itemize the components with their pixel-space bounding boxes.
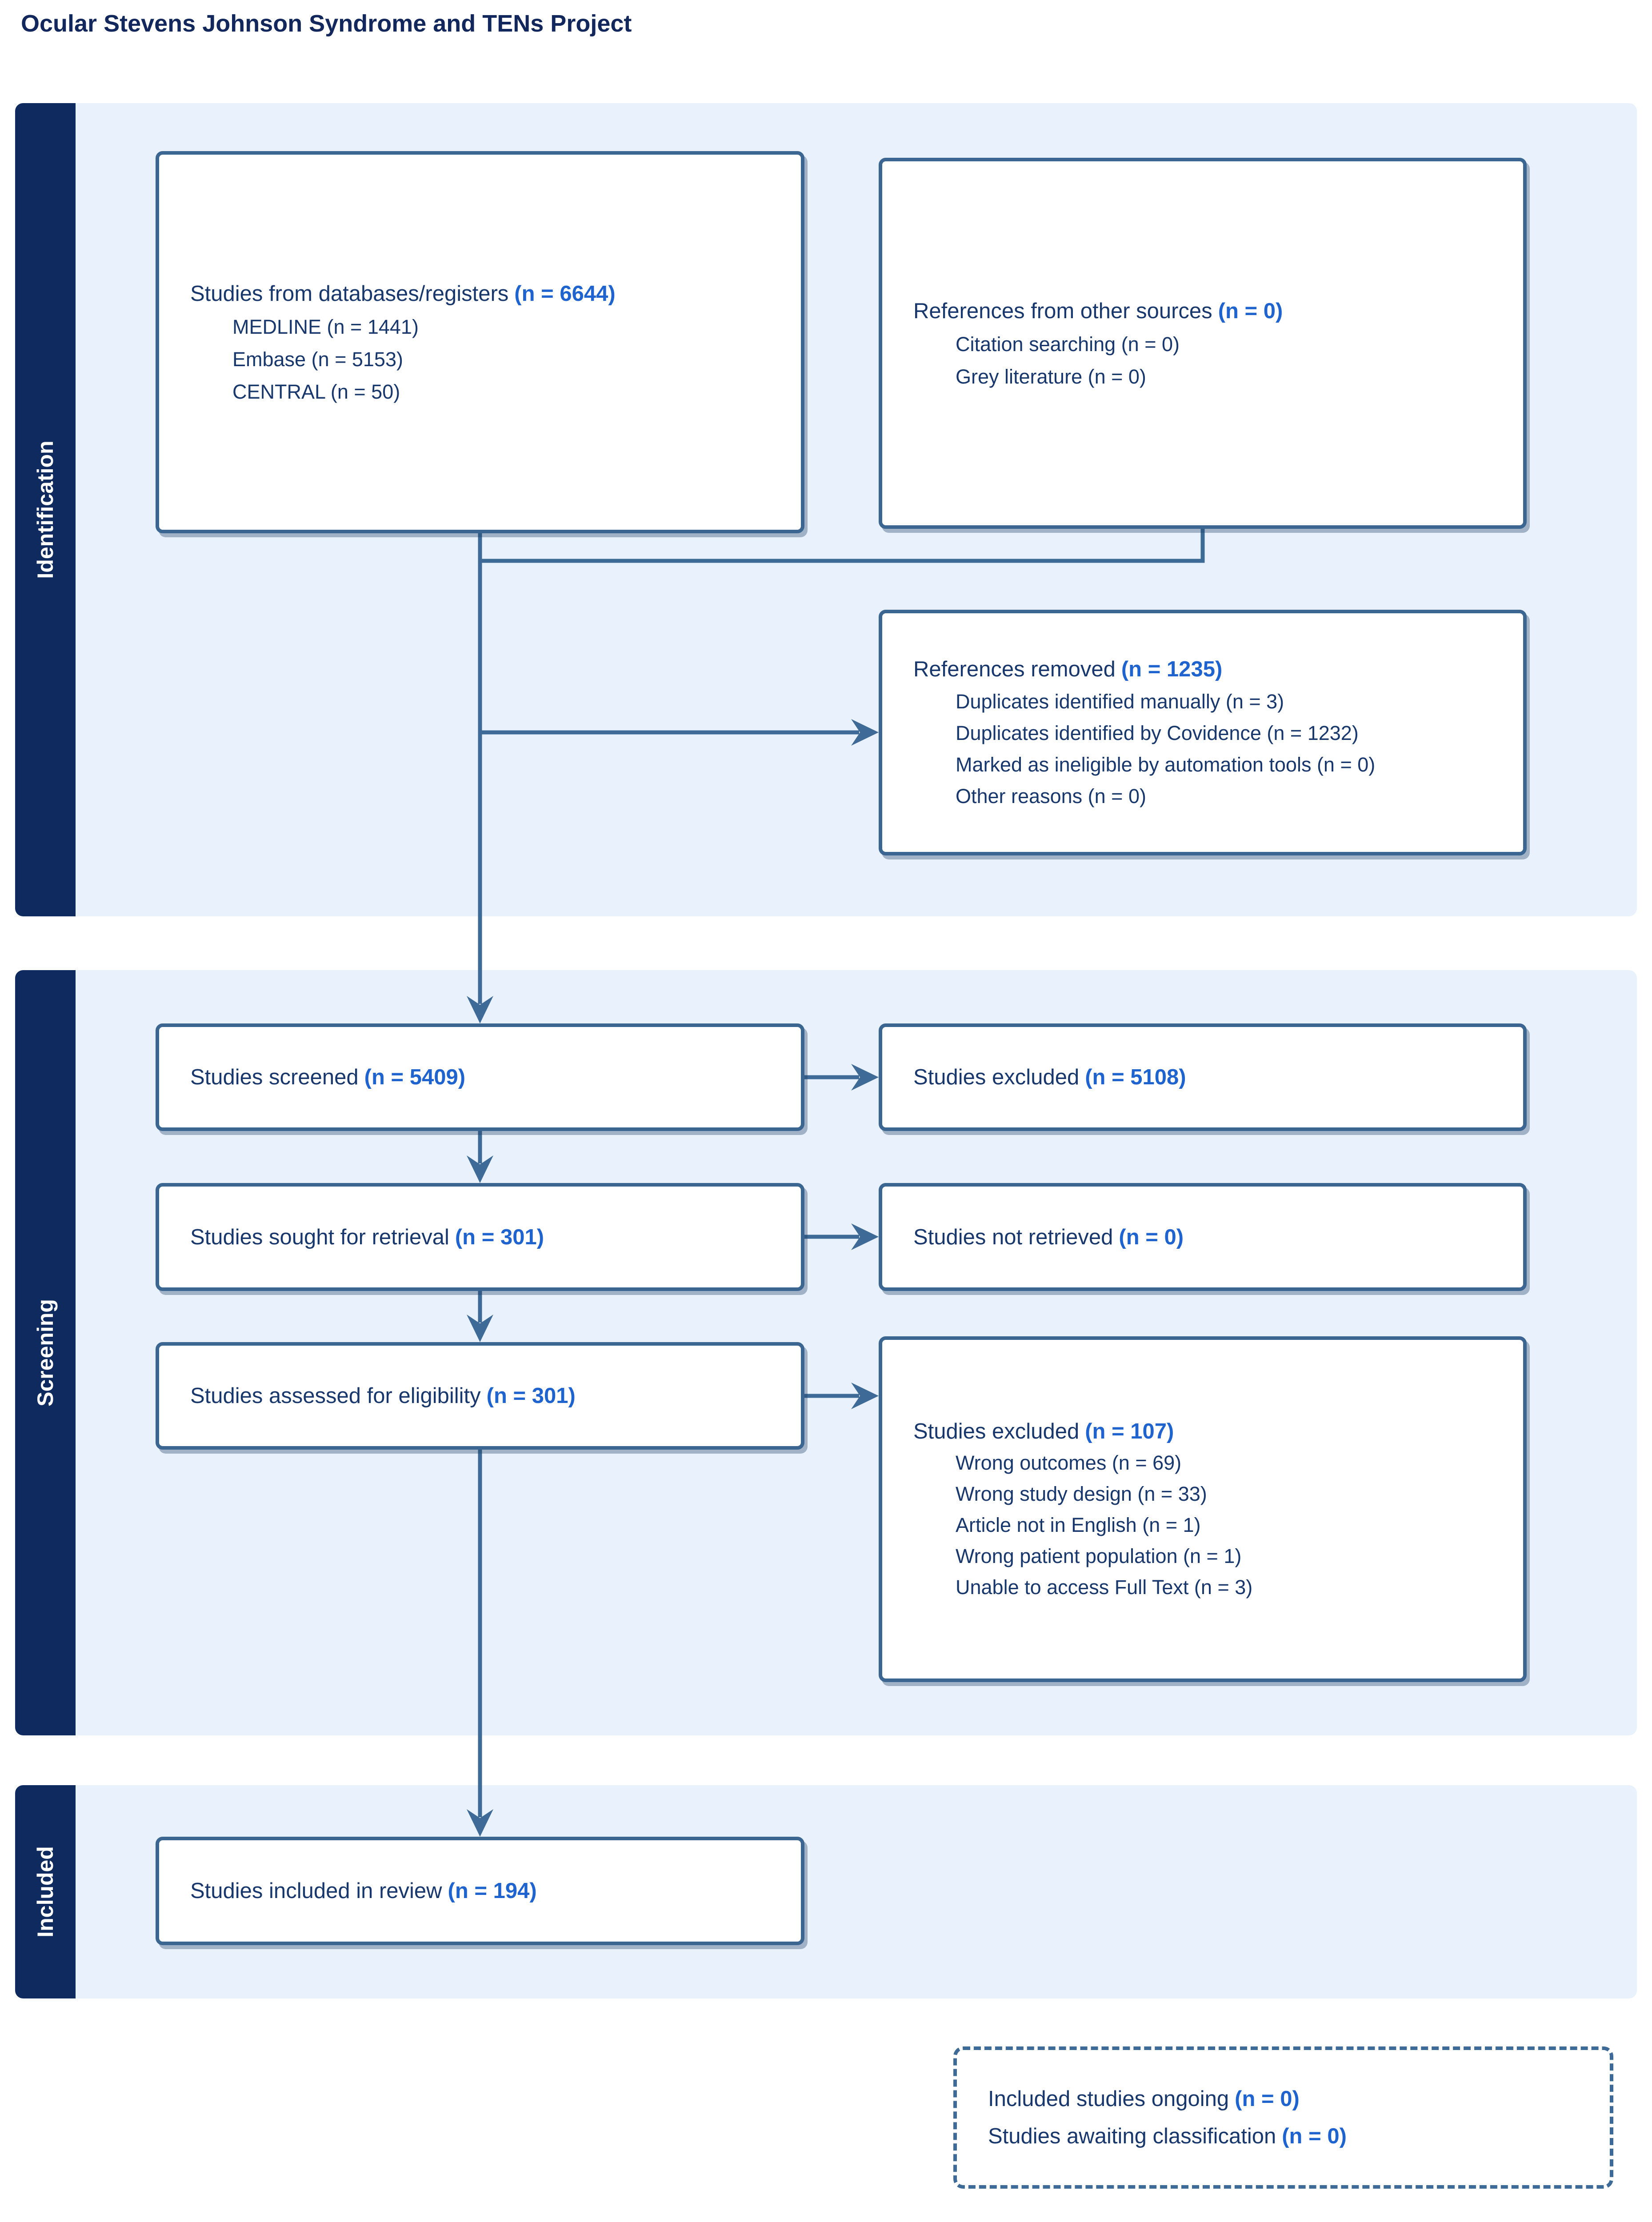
box-subitem: CENTRAL (n = 50) [232,380,400,403]
box-main-line: Studies excluded(n = 107) [913,1415,1510,1447]
box-count: (n = 0) [1119,1225,1184,1249]
box-studies-excluded-screening: Studies excluded(n = 5108) [879,1023,1527,1131]
box-label: References from other sources [913,299,1212,323]
phase-strip-screening: Screening [15,970,76,1735]
box-studies-screened: Studies screened(n = 5409) [156,1023,804,1131]
page-title: Ocular Stevens Johnson Syndrome and TENs… [21,10,632,37]
box-main-line: Studies from databases/registers(n = 664… [190,277,788,311]
box-label: Studies screened [190,1065,359,1089]
box-main-line: Studies screened(n = 5409) [190,1060,788,1094]
box-main-line: Studies awaiting classification(n = 0) [988,2118,1596,2155]
box-label: Studies excluded [913,1419,1080,1443]
box-count: (n = 107) [1085,1419,1174,1443]
box-count: (n = 6644) [514,281,616,306]
box-main-line: Studies not retrieved(n = 0) [913,1220,1510,1254]
box-count: (n = 0) [1282,2124,1347,2148]
box-references-removed: References removed(n = 1235) Duplicates … [879,610,1527,855]
box-count: (n = 301) [486,1384,576,1408]
box-label: Studies assessed for eligibility [190,1384,481,1408]
box-subitem: Grey literature (n = 0) [956,365,1146,388]
box-count: (n = 1235) [1121,657,1223,681]
box-subitem: Wrong patient population (n = 1) [956,1545,1242,1567]
box-subitem: Unable to access Full Text (n = 3) [956,1576,1253,1599]
box-studies-from-databases: Studies from databases/registers(n = 664… [156,151,804,533]
box-subitem: Citation searching (n = 0) [956,332,1180,356]
box-subitem: Wrong outcomes (n = 69) [956,1451,1182,1474]
box-references-other-sources: References from other sources(n = 0) Cit… [879,158,1527,529]
box-subitem: Article not in English (n = 1) [956,1514,1201,1536]
box-label: References removed [913,657,1116,681]
box-main-line: Included studies ongoing(n = 0) [988,2080,1596,2118]
box-subitem: Marked as ineligible by automation tools… [956,753,1376,776]
box-count: (n = 5108) [1085,1065,1186,1089]
box-count: (n = 0) [1218,299,1283,323]
phase-label-identification: Identification [33,440,58,579]
box-main-line: Studies sought for retrieval(n = 301) [190,1220,788,1254]
box-main-line: Studies excluded(n = 5108) [913,1060,1510,1094]
phase-label-screening: Screening [33,1299,58,1407]
box-count: (n = 194) [448,1879,537,1903]
box-main-line: Studies assessed for eligibility(n = 301… [190,1379,788,1413]
box-main-line: References from other sources(n = 0) [913,294,1510,328]
box-subitem: Wrong study design (n = 33) [956,1483,1207,1505]
box-studies-sought: Studies sought for retrieval(n = 301) [156,1183,804,1291]
box-subitem: MEDLINE (n = 1441) [232,315,419,338]
phase-strip-identification: Identification [15,103,76,916]
phase-strip-included: Included [15,1785,76,1998]
box-count: (n = 301) [455,1225,544,1249]
box-label: Studies included in review [190,1879,442,1903]
box-ongoing-awaiting: Included studies ongoing(n = 0) Studies … [953,2046,1613,2189]
box-main-line: References removed(n = 1235) [913,653,1510,686]
box-studies-not-retrieved: Studies not retrieved(n = 0) [879,1183,1527,1291]
box-label: Studies excluded [913,1065,1080,1089]
phase-label-included: Included [33,1846,58,1938]
box-studies-assessed: Studies assessed for eligibility(n = 301… [156,1342,804,1450]
box-subitem: Duplicates identified by Covidence (n = … [956,722,1359,744]
box-studies-included-review: Studies included in review(n = 194) [156,1837,804,1945]
box-main-line: Studies included in review(n = 194) [190,1874,788,1908]
box-count: (n = 5409) [364,1065,466,1089]
box-studies-excluded-eligibility: Studies excluded(n = 107) Wrong outcomes… [879,1336,1527,1682]
box-label: Studies not retrieved [913,1225,1113,1249]
box-subitem: Other reasons (n = 0) [956,785,1146,807]
box-subitem: Duplicates identified manually (n = 3) [956,690,1284,713]
box-subitem: Embase (n = 5153) [232,348,403,371]
box-count: (n = 0) [1235,2087,1300,2111]
box-label: Studies from databases/registers [190,281,509,306]
box-label: Included studies ongoing [988,2087,1229,2111]
box-label: Studies sought for retrieval [190,1225,449,1249]
box-label: Studies awaiting classification [988,2124,1276,2148]
